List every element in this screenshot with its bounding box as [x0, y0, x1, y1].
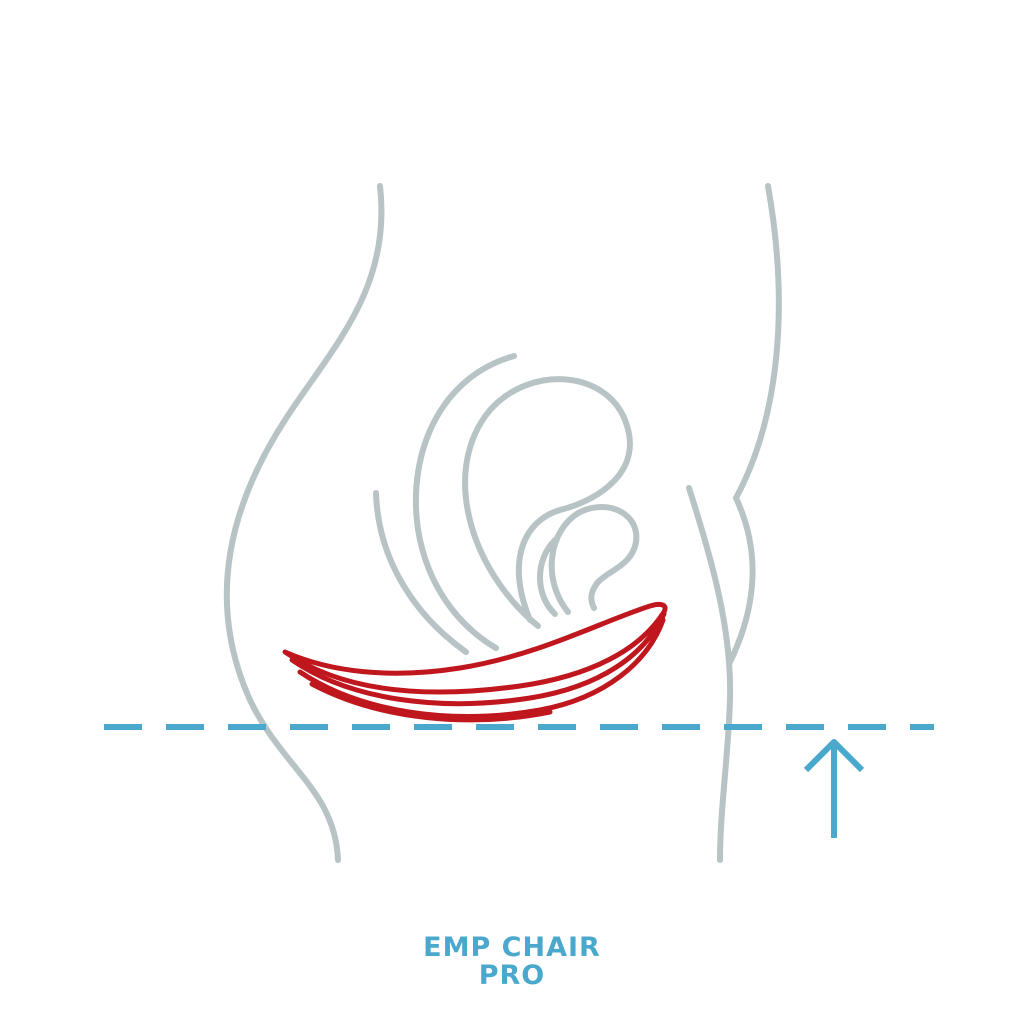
buttock-outline	[727, 495, 756, 665]
pelvic-floor-muscle-fiber-2	[297, 617, 666, 719]
brand-logo-line1: EMP CHAIR	[423, 932, 601, 963]
brand-logo-line2: PRO	[478, 960, 546, 991]
organ-outer-arc	[412, 353, 517, 651]
rectum-outer	[548, 504, 640, 615]
uterus-outline	[462, 376, 633, 629]
pelvic-floor-muscle	[282, 601, 668, 695]
belly-outline	[223, 183, 385, 863]
pelvic-floor-muscle-fiber-1	[289, 611, 667, 707]
back-outline	[733, 183, 782, 501]
rectum-inner	[537, 537, 558, 617]
arrow-up-icon	[803, 739, 865, 838]
pelvic-floor-muscle-fiber-3	[309, 681, 553, 723]
organ-inner-arc	[373, 490, 469, 655]
sacrum-outline	[686, 485, 734, 863]
